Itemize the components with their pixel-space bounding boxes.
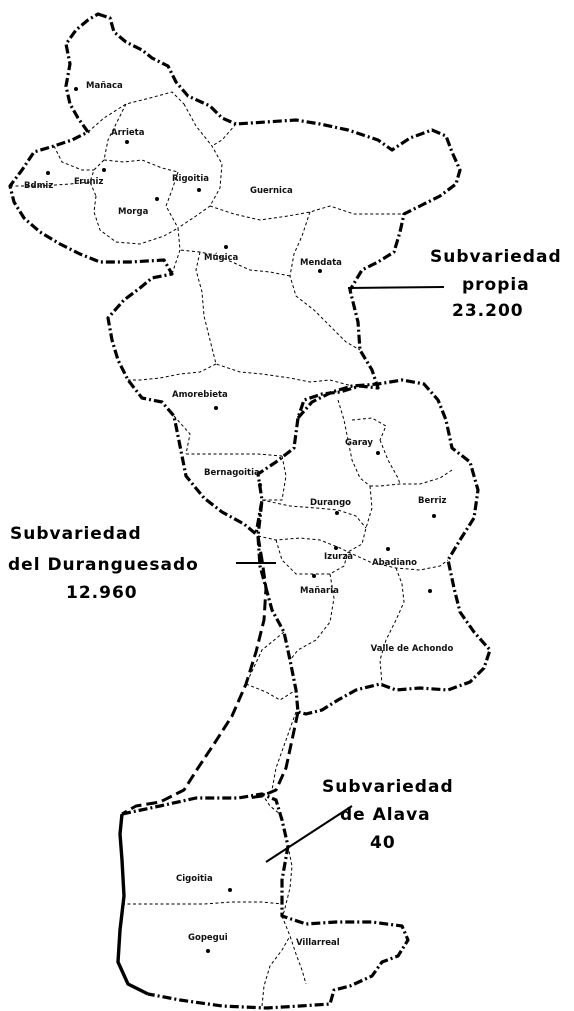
leader-propia: [347, 286, 445, 289]
label-rigoitia: Rigoitia: [172, 174, 209, 184]
region-boundary-alava-south-west: [116, 813, 149, 996]
callout-alava-line1: Subvariedad: [322, 777, 454, 797]
callout-alava: Subvariedad de Alava 40: [322, 777, 454, 853]
label-bdmiz: Bdmiz: [24, 181, 53, 191]
region-boundary-alava: [121, 792, 410, 1010]
label-morga: Morga: [118, 207, 149, 217]
label-mendata: Mendata: [300, 258, 342, 268]
region-boundary-propia: [8, 12, 462, 536]
label-valle-achondo-text: Valle de Achondo: [371, 644, 454, 654]
callout-alava-line3: 40: [370, 833, 396, 853]
label-berriz: Berriz: [418, 496, 447, 506]
label-amorebieta: Amorebieta: [172, 390, 228, 400]
zone-boundary-west: [121, 535, 268, 816]
town-dots: [46, 87, 436, 953]
label-abadiano: Abadiano: [372, 558, 417, 568]
label-cigoitia: Cigoitia: [176, 874, 213, 884]
label-bernagoitia: Bernagoitia: [204, 468, 260, 478]
leader-alava: [265, 805, 353, 863]
town-labels: Mañaca Arrieta Bdmiz Fruniz Rigoitia Gue…: [24, 81, 454, 948]
callout-alava-line2: de Alava: [340, 805, 431, 825]
callout-propia-line1: Subvariedad: [430, 247, 562, 267]
region-boundary-duranguesado: [256, 378, 492, 716]
label-valle-achondo: Valle de Achondo: [371, 644, 454, 654]
callout-propia: Subvariedad propia 23.200: [430, 247, 562, 321]
label-manaria: Mañaria: [300, 586, 339, 596]
label-izurza: Izurza: [324, 552, 353, 562]
label-frunis: Fruniz: [74, 177, 103, 187]
callout-duranguesado: Subvariedad del Duranguesado 12.960: [8, 524, 199, 603]
label-arrieta: Arrieta: [111, 128, 145, 138]
callout-duranguesado-line3: 12.960: [66, 583, 138, 603]
label-gopegui: Gopegui: [188, 933, 228, 943]
label-villarreal: Villarreal: [296, 938, 340, 948]
label-guernica: Guernica: [250, 186, 293, 196]
callout-duranguesado-line2: del Duranguesado: [8, 555, 199, 575]
label-durango: Durango: [310, 498, 351, 508]
callout-duranguesado-line1: Subvariedad: [10, 524, 142, 544]
label-garay: Garay: [345, 438, 373, 448]
label-mugica: Múgica: [204, 253, 239, 263]
callout-propia-line3: 23.200: [452, 301, 524, 321]
zone-boundary-east: [247, 711, 300, 800]
label-manaca: Mañaca: [86, 81, 123, 91]
municipal-boundaries: [10, 91, 453, 1007]
callout-propia-line2: propia: [462, 275, 530, 295]
